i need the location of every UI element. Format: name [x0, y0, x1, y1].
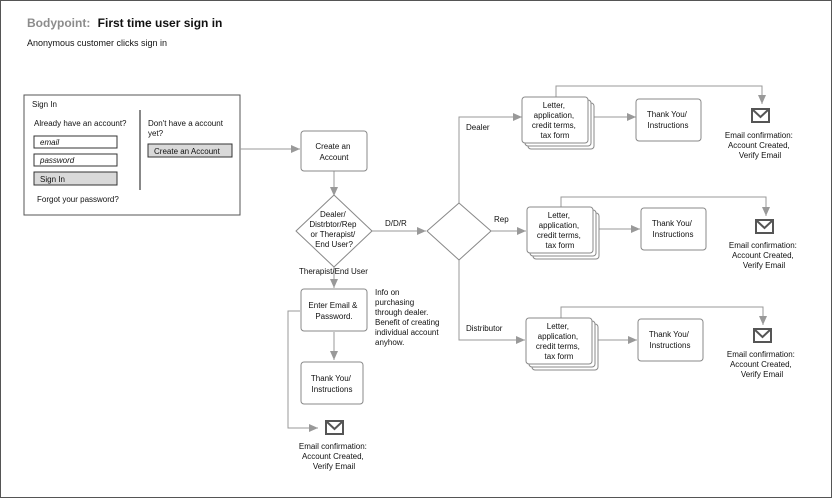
label-dealer: Dealer: [466, 123, 490, 132]
title-label: First time user sign in: [98, 16, 223, 30]
no-account-text-1: Don't have a account: [148, 119, 224, 128]
create-account-button[interactable]: Create an Account: [147, 143, 233, 158]
label-distributor: Distributor: [466, 324, 503, 333]
node-enter-email-text: Enter Email & Password.: [308, 301, 359, 321]
edge-to-dealer: [458, 113, 522, 203]
label-rep: Rep: [494, 215, 509, 224]
diagram-title: Bodypoint: First time user sign in: [27, 16, 222, 30]
edge-to-distributor: [458, 260, 525, 344]
email-icon: [325, 420, 344, 435]
signin-panel: Sign In Already have an account? email p…: [23, 94, 241, 216]
node-create-account: Create an Account: [300, 130, 368, 172]
forgot-password-link[interactable]: Forgot your password?: [37, 195, 119, 204]
node-dealer-thanks: Thank You/ Instructions: [635, 98, 702, 142]
signin-heading: Sign In: [32, 100, 57, 109]
edge-dealer-docs-to-email: [555, 85, 766, 104]
node-decision-ddr: [426, 202, 492, 261]
edge-dist-docs-to-email: [560, 306, 767, 325]
create-account-button-label: Create an Account: [154, 147, 221, 156]
node-rep-thanks-text: Thank You/ Instructions: [652, 219, 694, 239]
dealer-email-text: Email confirmation: Account Created, Ver…: [725, 131, 795, 160]
no-account-text-2: yet?: [148, 129, 164, 138]
node-dealer-docs-text: Letter, application, credit terms, tax f…: [532, 101, 578, 140]
node-rep-docs: Letter, application, credit terms, tax f…: [526, 206, 600, 260]
node-decision-user-type: Dealer/ Distrbtor/Rep or Therapist/ End …: [295, 194, 373, 268]
email-icon: [753, 328, 772, 343]
edge-rep-docs-to-email: [560, 196, 770, 216]
edge-enter-to-email: [287, 310, 318, 432]
label-ddr: D/D/R: [385, 219, 407, 228]
node-create-account-text: Create an Account: [315, 142, 352, 162]
node-dealer-thanks-text: Thank You/ Instructions: [647, 110, 689, 130]
email-placeholder: email: [40, 138, 59, 147]
node-rep-docs-text: Letter, application, credit terms, tax f…: [537, 211, 583, 250]
rep-email-text: Email confirmation: Account Created, Ver…: [729, 241, 799, 270]
diagram-subtitle: Anonymous customer clicks sign in: [27, 38, 167, 48]
node-thank-you-left-text: Thank You/ Instructions: [311, 374, 353, 394]
brand-label: Bodypoint:: [27, 16, 90, 30]
email-confirm-left-text: Email confirmation: Account Created, Ver…: [299, 442, 369, 471]
node-distributor-docs: Letter, application, credit terms, tax f…: [525, 317, 599, 371]
password-placeholder: password: [39, 156, 75, 165]
node-decision-text: Dealer/ Distrbtor/Rep or Therapist/ End …: [309, 210, 358, 249]
node-distributor-thanks: Thank You/ Instructions: [637, 318, 704, 362]
label-therapist: Therapist/End User: [299, 267, 368, 276]
node-distributor-docs-text: Letter, application, credit terms, tax f…: [536, 322, 582, 361]
node-dealer-docs: Letter, application, credit terms, tax f…: [521, 96, 595, 150]
email-icon: [755, 219, 774, 234]
distributor-email-text: Email confirmation: Account Created, Ver…: [727, 350, 797, 379]
node-thank-you-left: Thank You/ Instructions: [300, 361, 364, 405]
email-icon: [751, 108, 770, 123]
email-field[interactable]: email: [33, 135, 118, 149]
node-distributor-thanks-text: Thank You/ Instructions: [649, 330, 691, 350]
signin-button-label: Sign In: [40, 175, 65, 184]
node-enter-email: Enter Email & Password.: [300, 288, 368, 332]
connectors: [240, 85, 770, 432]
have-account-text: Already have an account?: [34, 119, 127, 128]
node-rep-thanks: Thank You/ Instructions: [640, 207, 707, 251]
info-note: Info on purchasing through dealer. Benef…: [375, 288, 442, 347]
signin-button[interactable]: Sign In: [33, 171, 118, 186]
password-field[interactable]: password: [33, 153, 118, 167]
